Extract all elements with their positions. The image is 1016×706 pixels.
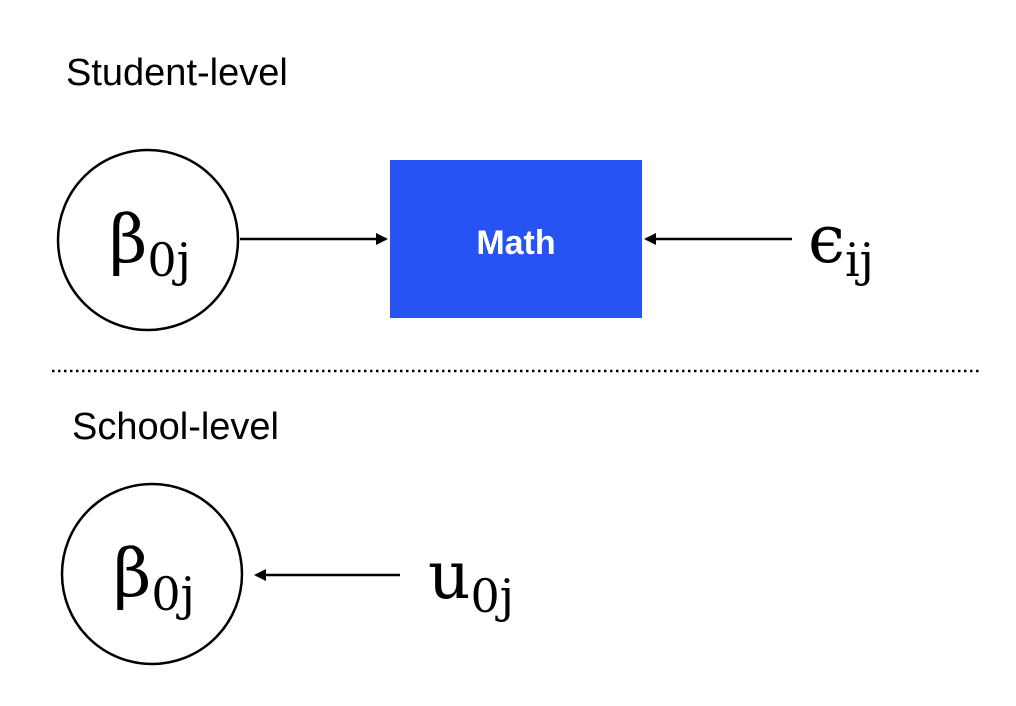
student-residual-base: ϵ [808, 201, 845, 278]
student-level-label: Student-level [66, 52, 288, 94]
student-intercept-node: β0j [56, 148, 240, 332]
math-outcome-box [390, 160, 642, 318]
school-intercept-subscript: 0j [151, 567, 195, 621]
school-residual-subscript: 0j [471, 569, 515, 623]
student-intercept-subscript: 0j [147, 233, 191, 287]
school-intercept-circle [60, 482, 244, 666]
school-intercept-node: β0j [60, 482, 244, 666]
math-outcome-label: Math [476, 224, 555, 262]
school-level-label: School-level [72, 406, 279, 448]
student-intercept-circle [56, 148, 240, 332]
student-residual-symbol: ϵij [808, 201, 874, 287]
student-residual-subscript: ij [845, 233, 874, 287]
school-residual-symbol: u0j [428, 537, 514, 623]
school-residual-base: u [428, 537, 471, 614]
school-intercept-base: β [113, 535, 151, 612]
student-intercept-base: β [109, 201, 147, 278]
student-intercept-symbol: β0j [109, 201, 191, 287]
math-outcome-node: Math [390, 160, 642, 318]
school-intercept-symbol: β0j [113, 535, 195, 621]
